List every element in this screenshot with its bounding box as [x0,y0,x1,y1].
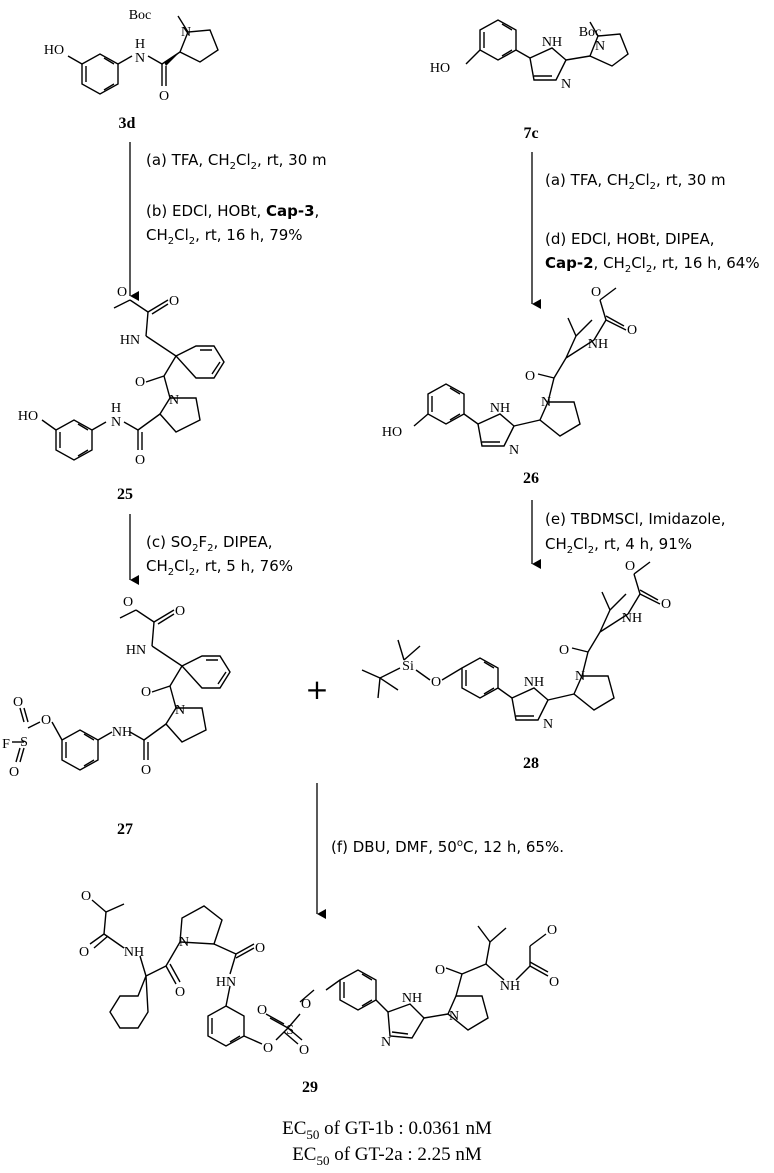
n-pyr-label-7c: N [595,39,605,54]
step-b-line2: CH2Cl2, rt, 16 h, 79% [146,226,303,247]
nh-imid-label-26: NH [490,401,510,416]
nh2-label-29: NH [500,979,520,994]
hn-label-29: HN [216,975,236,990]
step-d-line1: (d) EDCl, HOBt, DIPEA, [545,230,715,248]
compound-label-28: 28 [523,755,539,772]
n-label-7c: N [561,77,571,92]
o-link1-label-29: O [263,1041,273,1056]
o-carbonyl-label-29: O [79,945,89,960]
o-bottom-label-27: O [9,765,19,780]
n-label-25: N [169,393,179,408]
ho-label-3d: HO [44,43,64,58]
compound-label-7c: 7c [523,125,538,142]
step-c-line1: (c) SO2F2, DIPEA, [146,533,273,554]
ho-label-26: HO [382,425,402,440]
o-s2-label-29: O [257,1003,267,1018]
n-amide-label-3d: N [135,51,145,66]
n-imid-label-29: N [381,1035,391,1050]
structure-29 [89,899,549,1047]
ho-label-7c: HO [430,61,450,76]
o-amide2-label-29: O [255,941,265,956]
step-c-line2: CH2Cl2, rt, 5 h, 76% [146,557,293,578]
n-imid-label-26: N [509,443,519,458]
n-pyr-label-28: N [575,669,585,684]
hn-label-25: HN [120,333,140,348]
f-label-27: F [2,737,10,752]
boc-label-7c: Boc [579,25,602,40]
nh-label-7c: NH [542,35,562,50]
o-s1-label-29: O [299,1043,309,1058]
compound-label-25: 25 [117,486,133,503]
o-link2-label-29: O [301,997,311,1012]
structure-28 [361,561,661,721]
ho-label-25: HO [18,409,38,424]
n-pyr-label-26: N [541,395,551,410]
structure-27 [12,609,231,771]
plus-sign: + [305,673,328,706]
si-label-28: Si [402,659,414,674]
ec50-gt1b: EC50 of GT-1b : 0.0361 nM [282,1118,492,1142]
o-label-3d: O [159,89,169,104]
o-ester-label-25: O [117,285,127,300]
nh-label-27: NH [112,725,132,740]
nh-label-28: NH [622,611,642,626]
structure-25 [41,299,225,461]
compound-label-3d: 3d [119,115,136,132]
o-carbonyl-label-25: O [169,294,179,309]
o-amide-label-28: O [559,643,569,658]
nh-label-29: NH [124,945,144,960]
compound-label-26: 26 [523,470,539,487]
o-top-label-27: O [13,695,23,710]
n-label-3d: N [181,25,191,40]
o-ester-label-27: O [123,595,133,610]
o-ester-label-29: O [81,889,91,904]
structure-26 [413,287,627,447]
boc-label-3d: Boc [129,8,152,23]
o-amide-label-27: O [141,685,151,700]
o-sulf-label-27: O [41,713,51,728]
compound-label-27: 27 [117,821,133,838]
nh-label-26: NH [588,337,608,352]
o-amide-label-26: O [525,369,535,384]
o-label-27: O [141,763,151,778]
o-carbonyl-label-26: O [627,323,637,338]
o-carbonyl-label-27: O [175,604,185,619]
n-amide-label-25: N [111,415,121,430]
o-ester2-label-29: O [547,923,557,938]
h-label-25: H [111,401,121,416]
s-label-29: S [286,1023,294,1038]
step-b-line1: (b) EDCl, HOBt, Cap-3, [146,202,319,220]
o-carbonyl2-label-29: O [549,975,559,990]
h-label-3d: H [135,37,145,52]
step-e-line2: CH2Cl2, rt, 4 h, 91% [545,535,692,556]
o-label-25: O [135,453,145,468]
o-ester-label-26: O [591,285,601,300]
o-silyl-label-28: O [431,675,441,690]
step-a-left: (a) TFA, CH2Cl2, rt, 30 m [146,151,327,172]
ec50-gt2a: EC50 of GT-2a : 2.25 nM [292,1144,482,1168]
step-e-line1: (e) TBDMSCl, Imidazole, [545,510,725,528]
structure-7c [465,19,629,81]
nh-imid-label-28: NH [524,675,544,690]
o-carbonyl-label-28: O [661,597,671,612]
n-pyr-label-29: N [179,935,189,950]
o-amide-label-29: O [175,985,185,1000]
hn-label-27: HN [126,643,146,658]
step-a-right: (a) TFA, CH2Cl2, rt, 30 m [545,171,726,192]
n-pyr2-label-29: N [449,1009,459,1024]
n-label-27: N [175,703,185,718]
o-amide-label-25: O [135,375,145,390]
s-label-27: S [20,735,28,750]
o-amide3-label-29: O [435,963,445,978]
o-ester-label-28: O [625,559,635,574]
step-d-line2: Cap-2, CH2Cl2, rt, 16 h, 64% [545,254,760,275]
step-f: (f) DBU, DMF, 50oC, 12 h, 65%. [331,838,564,856]
compound-label-29: 29 [302,1079,318,1096]
n-imid-label-28: N [543,717,553,732]
structure-3d [67,15,219,95]
nh-imid-label-29: NH [402,991,422,1006]
